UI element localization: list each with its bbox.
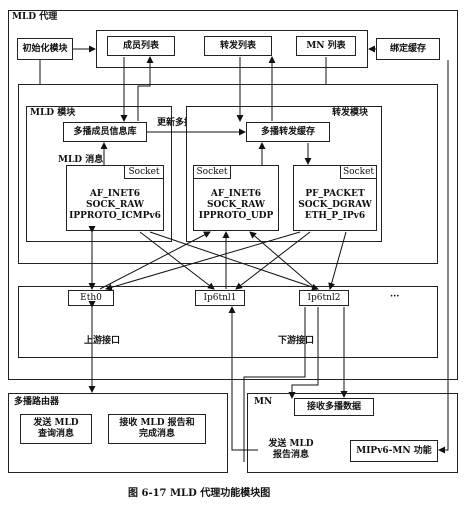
socket2-line3: IPPROTO_UDP <box>198 210 274 221</box>
figure-caption: 图 6-17 MLD 代理功能模块图 <box>128 488 271 499</box>
arrow-socket1-ip6tnl1 <box>139 231 215 290</box>
send-mld-query-box: 发送 MLD 查询消息 <box>20 414 92 444</box>
send-mld-report-text: 发送 MLD 报告消息 <box>258 437 324 463</box>
mld-module-title: MLD 模块 <box>30 108 76 118</box>
multicast-forward-cache-box: 多播转发缓存 <box>246 122 330 142</box>
socket1-line3: IPPROTO_ICMPv6 <box>69 210 161 221</box>
mn-title: MN <box>254 397 273 407</box>
socket2-line1: AF_INET6 <box>210 188 262 199</box>
socket3-tag: Socket <box>340 165 377 179</box>
recv-mld-report-line2: 完成消息 <box>138 429 175 439</box>
socket3-line2: SOCK_DGRAW <box>298 199 372 210</box>
socket1-tag: Socket <box>124 165 164 179</box>
init-module-box: 初始化模块 <box>17 38 73 60</box>
send-mld-query-line1: 发送 MLD <box>33 418 79 428</box>
socket3-line3: ETH_P_IPv6 <box>304 210 366 221</box>
socket2-text: AF_INET6 SOCK_RAW IPPROTO_UDP <box>193 181 279 229</box>
socket2-tag: Socket <box>193 165 231 179</box>
arrow-ip6tnl2-socket2 <box>249 231 317 290</box>
arrow-socket3-ip6tnl1 <box>235 231 311 290</box>
ellipsis: ··· <box>390 292 400 302</box>
recv-mld-report-box: 接收 MLD 报告和 完成消息 <box>108 414 206 444</box>
socket1-text: AF_INET6 SOCK_RAW IPPROTO_ICMPv6 <box>66 181 164 229</box>
mipv6-mn-box: MIPv6-MN 功能 <box>350 440 438 462</box>
arrow-report-to-ip6tnl1 <box>228 306 258 451</box>
send-mld-query-line2: 查询消息 <box>37 429 74 439</box>
arrow-socket1-ip6tnl2 <box>149 231 319 291</box>
member-list-box: 成员列表 <box>107 36 175 56</box>
forward-module-title: 转发模块 <box>332 108 369 118</box>
line-mn-report-loop <box>243 307 306 462</box>
socket3-text: PF_PACKET SOCK_DGRAW ETH_P_IPv6 <box>293 181 377 229</box>
send-mld-report-line2: 报告消息 <box>272 450 309 460</box>
socket3-line1: PF_PACKET <box>305 188 365 199</box>
recv-multicast-box: 接收多播数据 <box>294 398 374 416</box>
multicast-router-title: 多播路由器 <box>14 397 60 407</box>
socket1-line1: AF_INET6 <box>89 188 141 199</box>
binding-cache-box: 绑定缓存 <box>376 38 440 60</box>
arrow-eth0-socket2 <box>99 231 211 290</box>
arrow-socket3-eth0 <box>105 231 301 291</box>
arrow-socket3-ip6tnl2 <box>328 231 347 290</box>
upstream-interface-label: 上游接口 <box>84 336 121 346</box>
line-binding-to-mn <box>438 60 449 454</box>
arrow-db-to-member-list <box>137 56 154 121</box>
forward-list-box: 转发列表 <box>204 36 272 56</box>
socket1-line2: SOCK_RAW <box>86 199 144 210</box>
mld-message-label: MLD 消息 <box>58 155 104 165</box>
recv-mld-report-line1: 接收 MLD 报告和 <box>119 418 195 428</box>
multicast-member-db-box: 多播成员信息库 <box>63 122 147 142</box>
socket2-line2: SOCK_RAW <box>207 199 265 210</box>
ip6tnl1-box: Ip6tnl1 <box>195 290 245 306</box>
mn-list-box: MN 列表 <box>296 36 356 56</box>
downstream-interface-label: 下游接口 <box>278 336 315 346</box>
ip6tnl2-box: Ip6tnl2 <box>299 290 349 306</box>
send-mld-report-line1: 发送 MLD <box>268 439 314 449</box>
mld-proxy-title: MLD 代理 <box>12 12 58 22</box>
arrow-ip6tnl2-to-mn-left <box>288 307 319 399</box>
